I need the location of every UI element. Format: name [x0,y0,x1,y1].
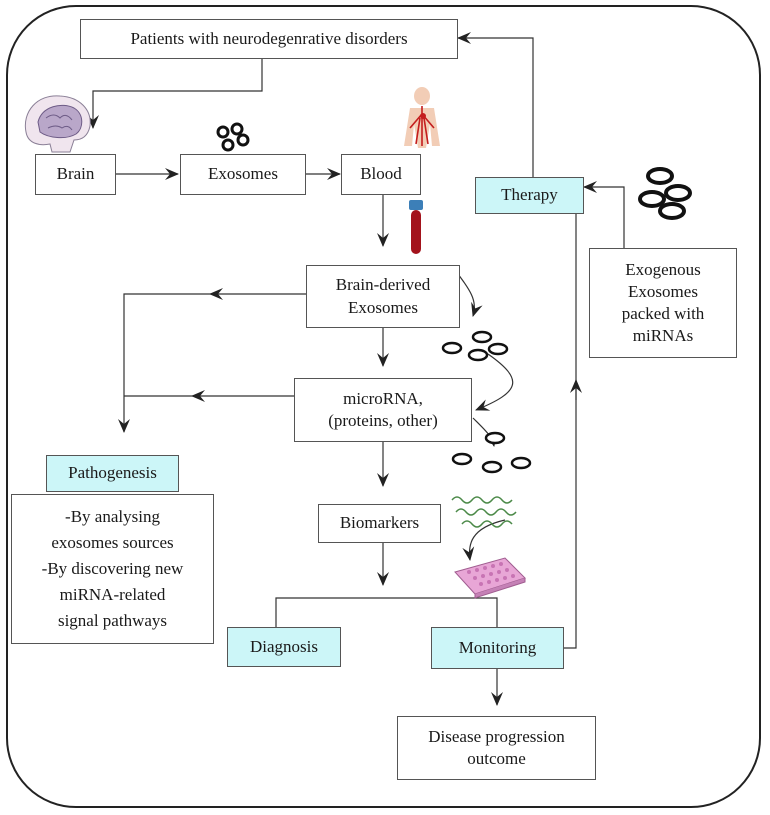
pathogenesis-detail-2: exosomes sources [51,532,174,552]
therapy-box: Therapy [475,177,584,214]
curve-arrow-4 [462,519,506,561]
pathogenesis-label: Pathogenesis [68,463,157,483]
biomarkers-box: Biomarkers [318,504,441,543]
exosomes-box: Exosomes [180,154,306,195]
exosome-cluster-icon [216,122,250,152]
microrna-strand-icon [451,496,517,528]
connector-therapy-patients [457,32,534,178]
therapy-label: Therapy [501,185,558,205]
pathogenesis-box: Pathogenesis [46,455,179,492]
connector-monitoring-therapy [564,214,577,649]
brain-derived-box: Brain-derived Exosomes [306,265,460,328]
monitoring-box: Monitoring [431,627,564,669]
disease-outcome-line-1: Disease progression [428,726,565,746]
monitoring-label: Monitoring [458,637,537,657]
exogenous-line-1: Exogenous [625,259,701,279]
exogenous-line-4: miRNAs [632,326,694,346]
connector-exogenous-therapy [583,181,625,248]
brain-icon [24,95,91,153]
microrna-line-2: (proteins, other) [328,411,438,430]
pathogenesis-detail-1: -By analysing [65,506,160,526]
disease-outcome-box: Disease progression outcome [397,716,596,780]
microrna-line-1: microRNA, [343,388,423,408]
connector-patients-brain [87,58,263,129]
disease-outcome-line-2: outcome [467,749,526,768]
blood-label: Blood [360,164,402,184]
diagnosis-box: Diagnosis [227,627,341,667]
patients-label: Patients with neurodegenrative disorders [130,28,408,48]
pathogenesis-details-box: -By analysing exosomes sources -By disco… [11,494,214,644]
rounded-frame [6,5,761,808]
exogenous-box: Exogenous Exosomes packed with miRNAs [589,248,737,358]
brain-box: Brain [35,154,116,195]
pathogenesis-detail-3: -By discovering new [41,558,184,578]
blood-box: Blood [341,154,421,195]
diagnosis-label: Diagnosis [250,636,318,656]
pathogenesis-detail-5: signal pathways [57,611,168,631]
microrna-box: microRNA, (proteins, other) [294,378,472,442]
curve-arrow-2 [475,353,514,411]
exogenous-line-3: packed with [621,304,705,323]
pathogenesis-detail-4: miRNA-related [59,585,166,605]
brain-label: Brain [56,164,95,184]
connector-split [275,597,498,627]
floating-exosomes-icon [441,330,532,474]
brain-derived-line-1: Brain-derived [335,275,431,295]
connector-left-trunk [118,293,210,433]
exogenous-line-2: Exosomes [628,281,698,301]
microarray-plate-icon [454,557,526,599]
circulatory-body-icon [404,87,440,148]
blood-tube-icon [409,200,423,254]
biomarkers-label: Biomarkers [339,513,420,533]
exosome-packed-icon [638,167,692,220]
patients-box: Patients with neurodegenrative disorders [80,19,458,59]
exosomes-label: Exosomes [208,164,278,184]
brain-derived-line-2: Exosomes [348,297,418,317]
